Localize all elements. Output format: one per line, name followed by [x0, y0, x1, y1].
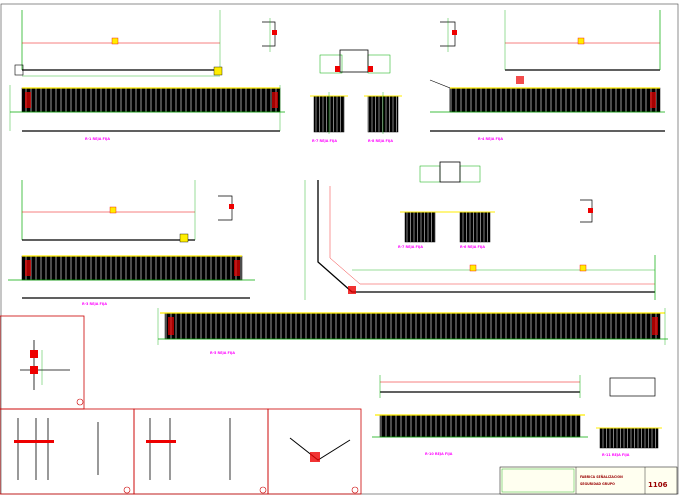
detail-r1: R-1 REJA FIJA — [9, 10, 285, 141]
detail-r7-r6: R-7 REJA FIJA R-6 REJA FIJA — [398, 161, 593, 249]
title-r7: R-7 REJA FIJA — [312, 139, 337, 143]
detail-panels — [0, 315, 362, 495]
title-r3: R-3 REJA FIJA — [82, 302, 107, 306]
title-block-name1: FABRICA SEÑALIZACION — [580, 474, 623, 479]
detail-r10-r11: R-10 REJA FIJA R-11 REJA FIJA — [372, 375, 662, 457]
title-block-name2: SEGURIDAD GRUPO — [580, 482, 615, 486]
title-r11: R-11 REJA FIJA — [602, 453, 630, 457]
title-r10: R-10 REJA FIJA — [425, 452, 453, 456]
detail-r5: R-5 REJA FIJA — [157, 308, 668, 355]
detail-r7-r8: R-7 REJA FIJA R-8 REJA FIJA — [310, 49, 402, 143]
title-r4: R-4 REJA FIJA — [478, 137, 503, 141]
detail-r2 — [304, 180, 656, 300]
detail-r4: R-4 REJA FIJA — [429, 10, 665, 141]
title-block: FABRICA SEÑALIZACION SEGURIDAD GRUPO 110… — [499, 466, 678, 495]
title-r7b: R-7 REJA FIJA — [398, 245, 423, 249]
title-r5: R-5 REJA FIJA — [210, 351, 235, 355]
detail-r3: R-3 REJA FIJA — [8, 180, 255, 306]
title-r8: R-8 REJA FIJA — [368, 139, 393, 143]
title-r1: R-1 REJA FIJA — [85, 137, 110, 141]
title-r6: R-6 REJA FIJA — [460, 245, 485, 249]
sheet-number: 1106 — [648, 481, 668, 489]
